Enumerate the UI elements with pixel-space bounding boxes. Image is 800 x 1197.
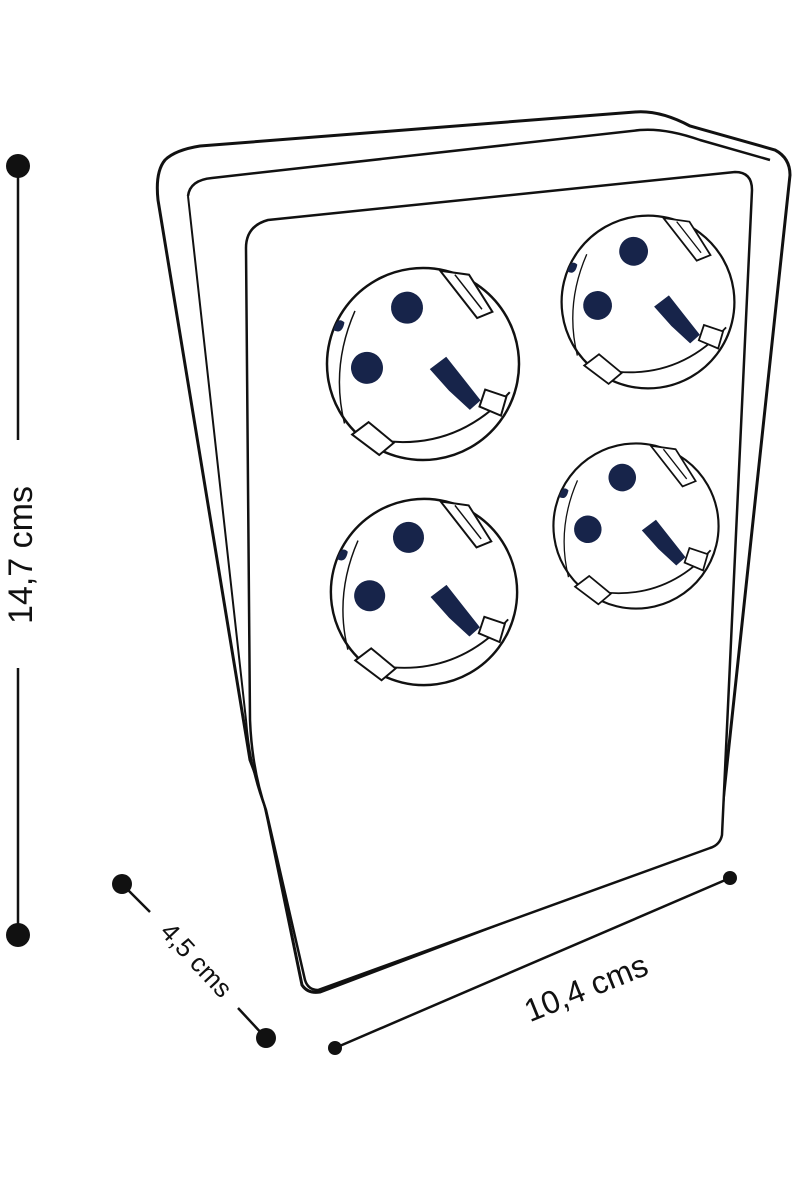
depth-dimension: 4,5 cms [112, 874, 276, 1048]
width-line [334, 876, 731, 1050]
housing-side-edge [187, 195, 267, 811]
depth-end-dot-upper [112, 874, 132, 894]
width-end-dot-right [723, 871, 737, 885]
depth-end-dot-lower [256, 1028, 276, 1048]
height-dimension: 14,7 cms [2, 154, 40, 947]
depth-label: 4,5 cms [155, 916, 239, 1003]
width-end-dot-left [328, 1041, 342, 1055]
height-label: 14,7 cms [2, 486, 40, 624]
housing-top-edge [186, 128, 771, 197]
height-end-dot-bottom [6, 923, 30, 947]
height-end-dot-top [6, 154, 30, 178]
